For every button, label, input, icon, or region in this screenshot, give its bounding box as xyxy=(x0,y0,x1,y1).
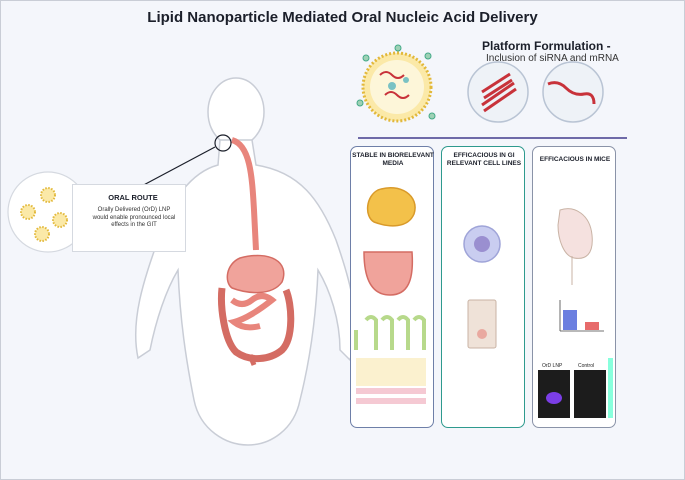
callout-line xyxy=(137,146,216,189)
mrna-icon xyxy=(542,61,604,123)
platform-subheading: Inclusion of siRNA and mRNA xyxy=(486,53,619,64)
oral-route-heading: ORAL ROUTE xyxy=(108,193,158,202)
platform-heading: Platform Formulation - xyxy=(482,39,611,53)
human-figure-icon xyxy=(134,77,356,446)
sirna-icon xyxy=(467,61,529,123)
submucosa-layer xyxy=(356,388,426,394)
intestine-icon xyxy=(363,251,414,296)
ord-lnp-signal xyxy=(546,392,562,404)
epithelial-cell-icon xyxy=(467,299,497,349)
gi-tract-icon xyxy=(218,137,295,366)
panel-heading-biorelevant: STABLE IN BIORELEVANT MEDIA xyxy=(352,152,434,167)
mucosa-layer xyxy=(356,358,426,386)
lnp-particle-icon xyxy=(356,44,436,123)
bar-control xyxy=(585,322,599,330)
bar-ord-lnp xyxy=(563,310,577,330)
figure-title: Lipid Nanoparticle Mediated Oral Nucleic… xyxy=(147,9,538,26)
mouth-zoom-icon xyxy=(214,134,232,152)
stomach-icon xyxy=(366,186,416,227)
label-ord-lnp: OrD LNP xyxy=(542,363,563,369)
nucleus-icon xyxy=(474,236,490,252)
villi-icon xyxy=(354,315,426,350)
muscle-layer xyxy=(356,398,426,404)
oral-route-text: Orally Delivered (OrD) LNP would enable … xyxy=(92,207,176,228)
panel-gi-cell-lines xyxy=(441,146,525,428)
oral-route-box xyxy=(72,184,186,252)
epithelial-nucleus-icon xyxy=(477,329,487,339)
label-control: Control xyxy=(578,363,595,369)
mouse-icon xyxy=(557,208,593,259)
panel-heading-mice: EFFICACIOUS IN MICE xyxy=(539,156,611,163)
scale-bar xyxy=(608,358,613,418)
panel-heading-cell-lines: EFFICACIOUS IN GI RELEVANT CELL LINES xyxy=(446,152,522,167)
control-image xyxy=(574,370,606,418)
